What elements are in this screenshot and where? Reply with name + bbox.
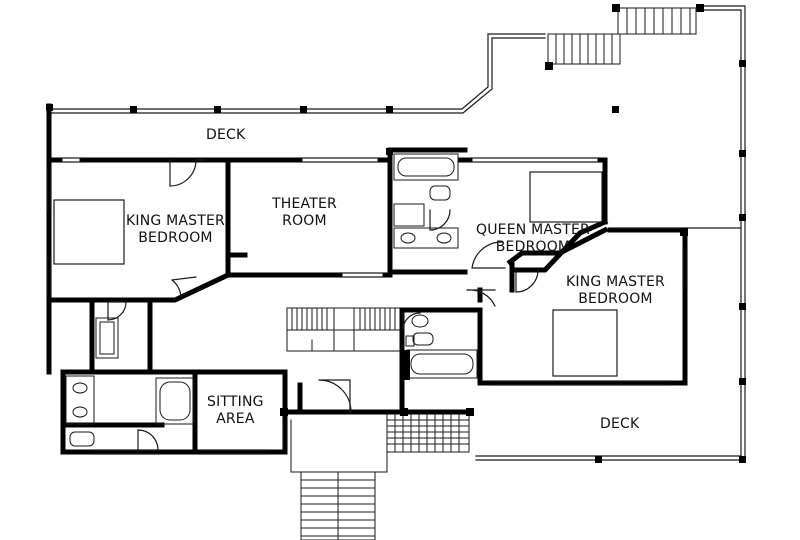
label-queen-master-line2: BEDROOM [495, 239, 571, 255]
label-king-master-east-line1: KING MASTER [566, 274, 665, 290]
label-king-master-east: KING MASTER BEDROOM [566, 274, 665, 308]
label-theater-room-line2: ROOM [282, 213, 327, 229]
label-king-master-west-line2: BEDROOM [138, 230, 213, 246]
beds [53, 171, 618, 377]
label-deck-south-line1: DECK [600, 416, 640, 432]
label-sitting-area: SITTING AREA [207, 394, 264, 428]
doors [107, 159, 539, 451]
label-theater-room-line1: THEATER [272, 196, 337, 212]
label-queen-master-line1: QUEEN MASTER [476, 222, 590, 238]
label-deck-north-line1: DECK [206, 127, 246, 143]
stairs-interior [286, 307, 401, 352]
wall-posts [46, 104, 688, 416]
label-sitting-area-line2: AREA [216, 411, 255, 427]
label-deck-south: DECK [600, 416, 639, 433]
stairs-top-right [547, 7, 697, 65]
railing-posts [130, 4, 746, 463]
deck-railings [49, 5, 746, 461]
label-king-master-east-line2: BEDROOM [578, 291, 653, 307]
window-lines [46, 157, 688, 455]
bath-fixtures [65, 153, 478, 447]
label-king-master-west: KING MASTER BEDROOM [126, 213, 225, 247]
label-theater-room: THEATER ROOM [272, 196, 337, 230]
stairs-entry [290, 419, 388, 540]
walls [46, 103, 688, 455]
stairs-south-deck [386, 413, 470, 453]
label-sitting-area-line1: SITTING [207, 394, 264, 410]
label-deck-north: DECK [206, 127, 245, 144]
label-queen-master: QUEEN MASTER BEDROOM [476, 222, 590, 256]
label-king-master-west-line1: KING MASTER [126, 213, 225, 229]
